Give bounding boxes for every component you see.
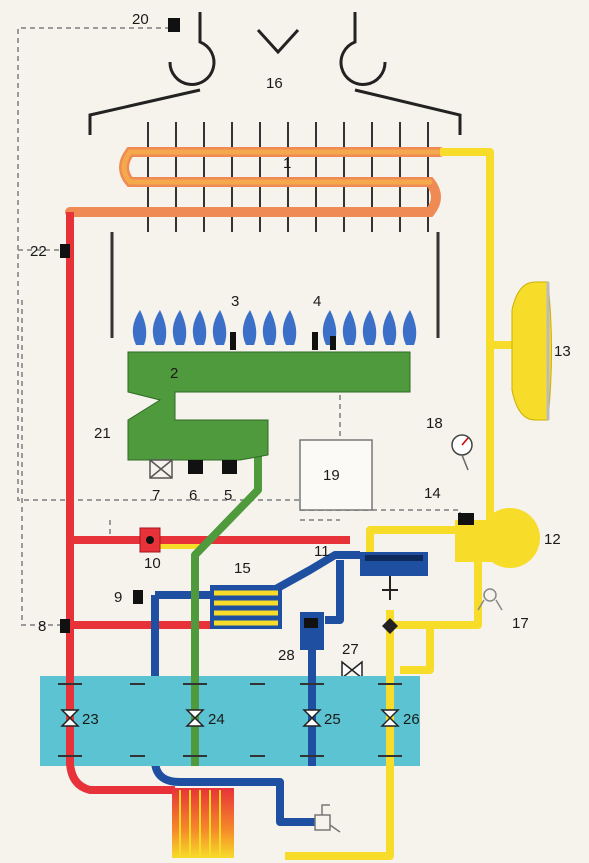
label-21: 21 xyxy=(94,425,111,442)
label-26: 26 xyxy=(403,711,420,728)
label-16: 16 xyxy=(266,75,283,92)
valve-icon xyxy=(341,660,363,680)
circulation-pump-12 xyxy=(455,508,540,568)
label-24: 24 xyxy=(208,711,225,728)
label-14: 14 xyxy=(424,485,441,502)
flame-icon xyxy=(342,310,357,345)
flow-sensor-10 xyxy=(139,527,161,553)
label-6: 6 xyxy=(189,487,197,504)
label-23: 23 xyxy=(82,711,99,728)
flue-hood xyxy=(88,12,462,135)
flame-icon xyxy=(242,310,257,345)
label-20: 20 xyxy=(132,11,149,28)
gas-pipe xyxy=(191,450,262,740)
flame-icon xyxy=(212,310,227,345)
expansion-vessel-13 xyxy=(511,281,552,421)
label-13: 13 xyxy=(554,343,571,360)
flame-icon xyxy=(362,310,377,345)
gas-valve-coil-5 xyxy=(222,460,237,474)
flue-left-icon xyxy=(168,12,216,86)
flame-icon xyxy=(262,310,277,345)
ignition-electrode-3 xyxy=(230,332,236,350)
sensor-22 xyxy=(60,244,70,258)
sensor-9 xyxy=(133,590,143,604)
electrode-4b xyxy=(330,336,336,350)
label-2: 2 xyxy=(170,365,178,382)
valve-icon xyxy=(60,709,80,727)
label-22: 22 xyxy=(30,243,47,260)
gas-valve-7 xyxy=(149,459,173,479)
control-wiring xyxy=(17,27,461,626)
number-labels: 1 2 3 4 5 6 7 8 9 10 11 12 13 14 15 16 1… xyxy=(30,11,571,728)
combustion-chamber xyxy=(110,232,440,338)
valve-icon xyxy=(185,709,205,727)
label-1: 1 xyxy=(283,155,291,172)
label-12: 12 xyxy=(544,531,561,548)
sensor-20 xyxy=(168,18,180,32)
flame-icon xyxy=(402,310,417,345)
label-19: 19 xyxy=(323,467,340,484)
flow-switch-28 xyxy=(300,612,324,650)
label-15: 15 xyxy=(234,560,251,577)
label-3: 3 xyxy=(231,293,239,310)
label-18: 18 xyxy=(426,415,443,432)
gas-valve-coil-6 xyxy=(188,460,203,474)
diverter-valve-11 xyxy=(360,552,428,634)
label-17: 17 xyxy=(512,615,529,632)
sensor-8 xyxy=(60,619,70,633)
label-28: 28 xyxy=(278,647,295,664)
air-vent-17 xyxy=(477,588,503,611)
tap-icon xyxy=(314,804,341,833)
pressure-switch-14 xyxy=(458,513,474,525)
flame-icon xyxy=(152,310,167,345)
flue-right-icon xyxy=(339,12,387,86)
label-8: 8 xyxy=(38,618,46,635)
flame-icon xyxy=(382,310,397,345)
valve-icon xyxy=(380,709,400,727)
burner-manifold xyxy=(127,351,411,461)
label-11: 11 xyxy=(314,543,330,560)
flame-icon xyxy=(282,310,297,345)
label-4: 4 xyxy=(313,293,321,310)
burner-flames xyxy=(132,310,417,345)
isolation-valves xyxy=(60,709,400,727)
flame-icon xyxy=(132,310,147,345)
flame-icon xyxy=(172,310,187,345)
flue-chevron-icon xyxy=(256,28,300,55)
flame-icon xyxy=(192,310,207,345)
valve-icon xyxy=(302,709,322,727)
label-10: 10 xyxy=(144,555,161,572)
label-27: 27 xyxy=(342,641,359,658)
pressure-gauge-icon xyxy=(451,434,473,471)
connection-bar xyxy=(40,676,420,766)
label-9: 9 xyxy=(114,589,122,606)
dhw-heat-exchanger-15 xyxy=(210,585,282,629)
label-5: 5 xyxy=(224,487,232,504)
label-7: 7 xyxy=(152,487,160,504)
connection-ticks xyxy=(58,683,402,757)
control-box-19 xyxy=(299,439,373,511)
sensing-electrode-4 xyxy=(312,332,318,350)
label-25: 25 xyxy=(324,711,341,728)
heating-emitter xyxy=(172,788,234,858)
